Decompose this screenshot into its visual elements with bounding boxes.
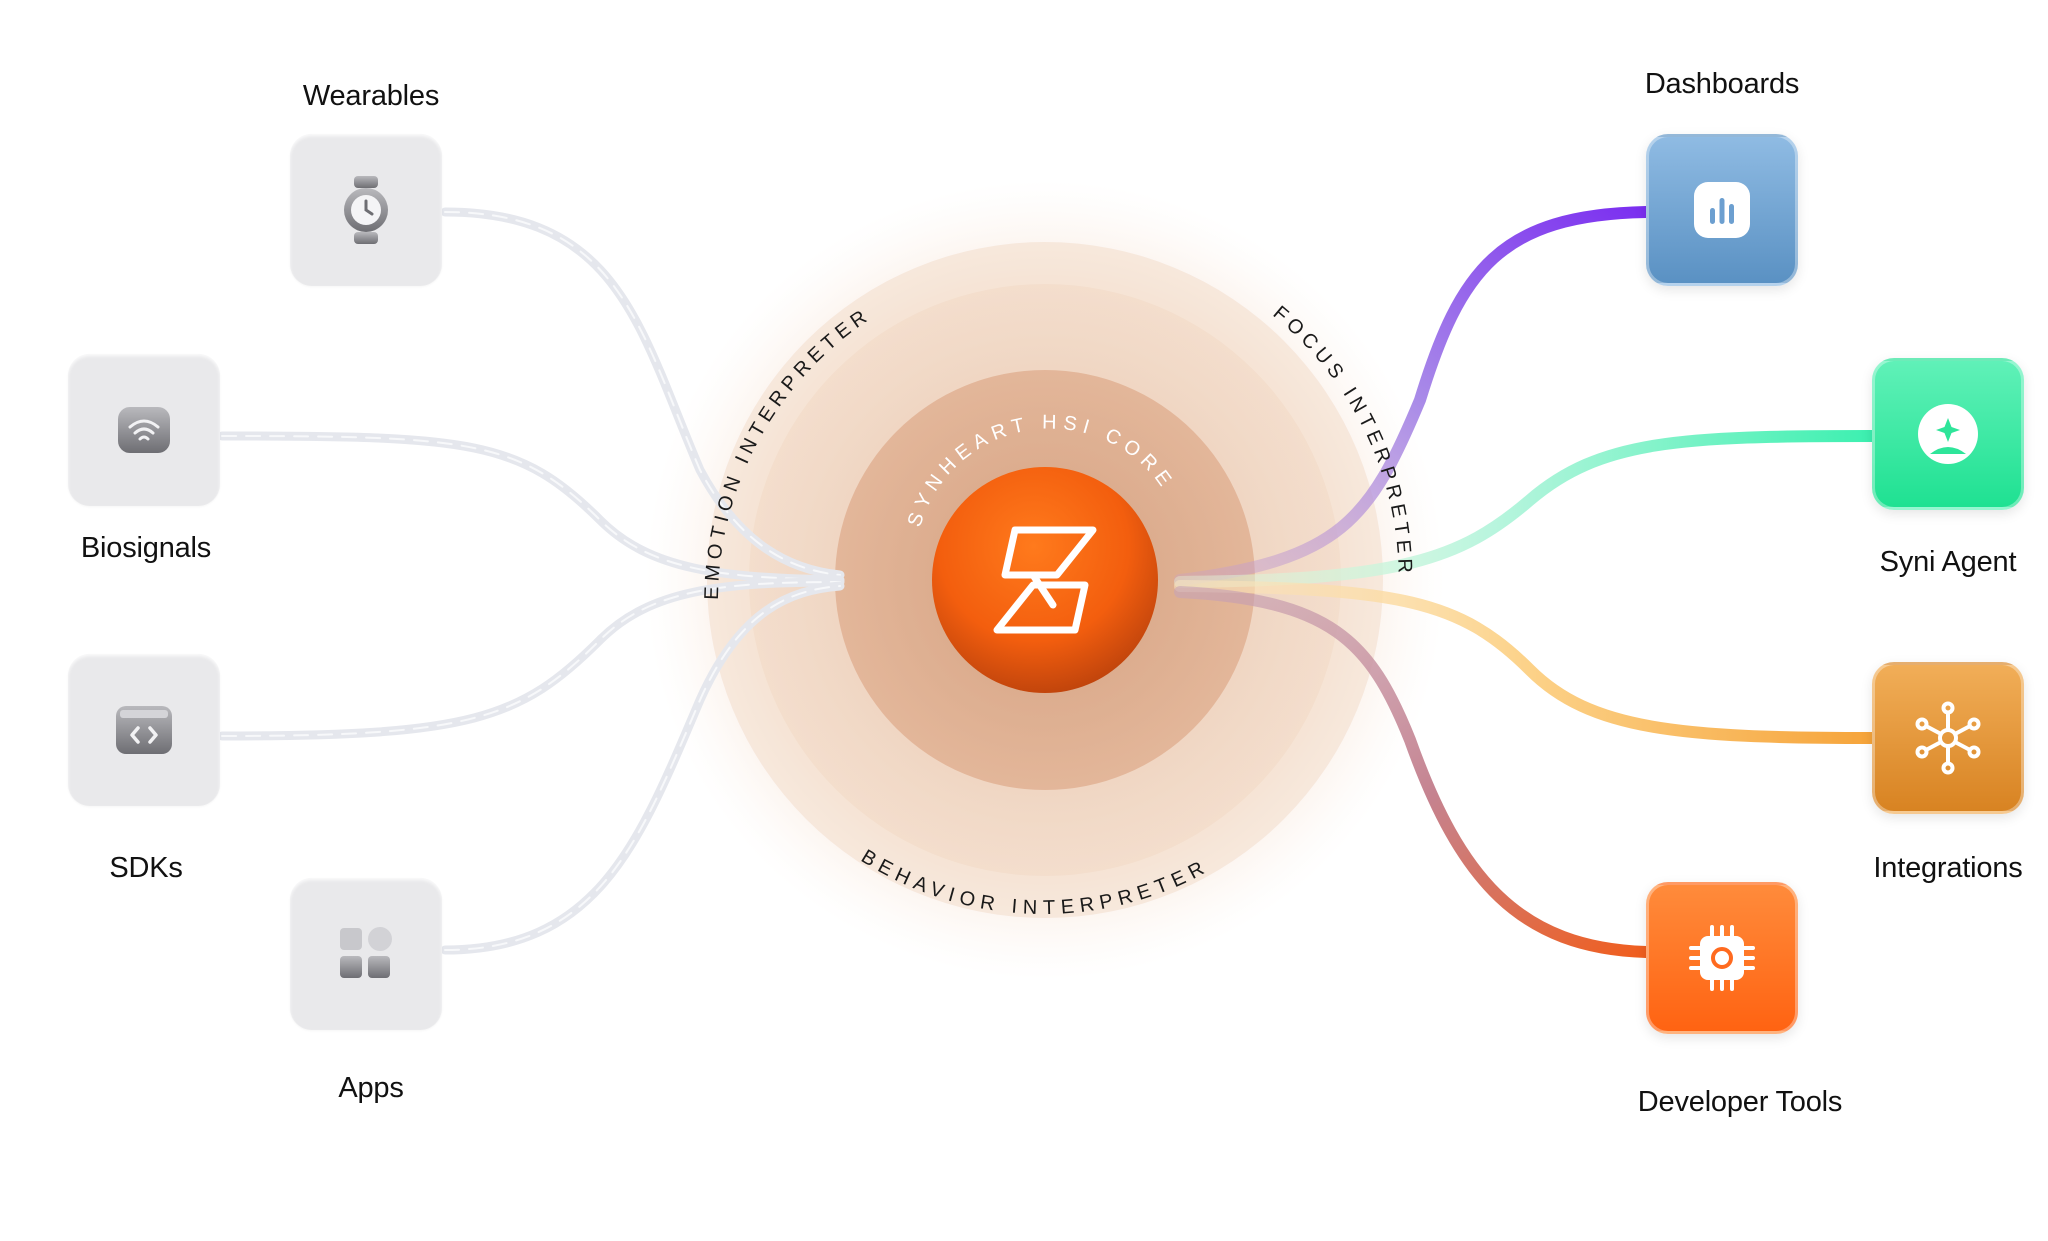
dashboards-node[interactable] (1646, 134, 1798, 286)
apps-node[interactable] (290, 878, 442, 1030)
biosignals-label: Biosignals (80, 532, 212, 564)
developer-tools-node[interactable] (1646, 882, 1798, 1034)
wifi-signal-icon (118, 407, 170, 453)
syni-agent-connector (1174, 430, 1878, 588)
sdks-label: SDKs (109, 852, 183, 884)
wearables-node[interactable] (290, 134, 442, 286)
integrations-node[interactable] (1872, 662, 2024, 814)
apps-label: Apps (338, 1072, 404, 1104)
integrations-label: Integrations (1873, 852, 2023, 884)
developer-tools-label: Developer Tools (1637, 1086, 1843, 1118)
syni-agent-label: Syni Agent (1879, 546, 2017, 578)
sdks-node[interactable] (68, 654, 220, 806)
dashboards-label: Dashboards (1644, 68, 1800, 100)
integrations-connector (1174, 580, 1878, 744)
syni-agent-node[interactable] (1872, 358, 2024, 510)
watch-icon (344, 176, 388, 244)
output-connectors (1174, 206, 1878, 958)
apps-grid-icon (340, 927, 392, 978)
developer-tools-connector (1174, 586, 1652, 958)
core-orb (932, 467, 1158, 693)
wearables-label: Wearables (302, 80, 440, 112)
chip-icon (1689, 925, 1755, 991)
input-connectors (217, 207, 845, 955)
synheart-logo-icon (993, 526, 1097, 634)
biosignals-node[interactable] (68, 354, 220, 506)
dashboards-connector (1174, 206, 1652, 586)
network-hub-icon (1915, 701, 1981, 775)
bar-chart-icon (1694, 182, 1750, 238)
agent-icon (1918, 404, 1978, 464)
code-icon (116, 706, 172, 754)
